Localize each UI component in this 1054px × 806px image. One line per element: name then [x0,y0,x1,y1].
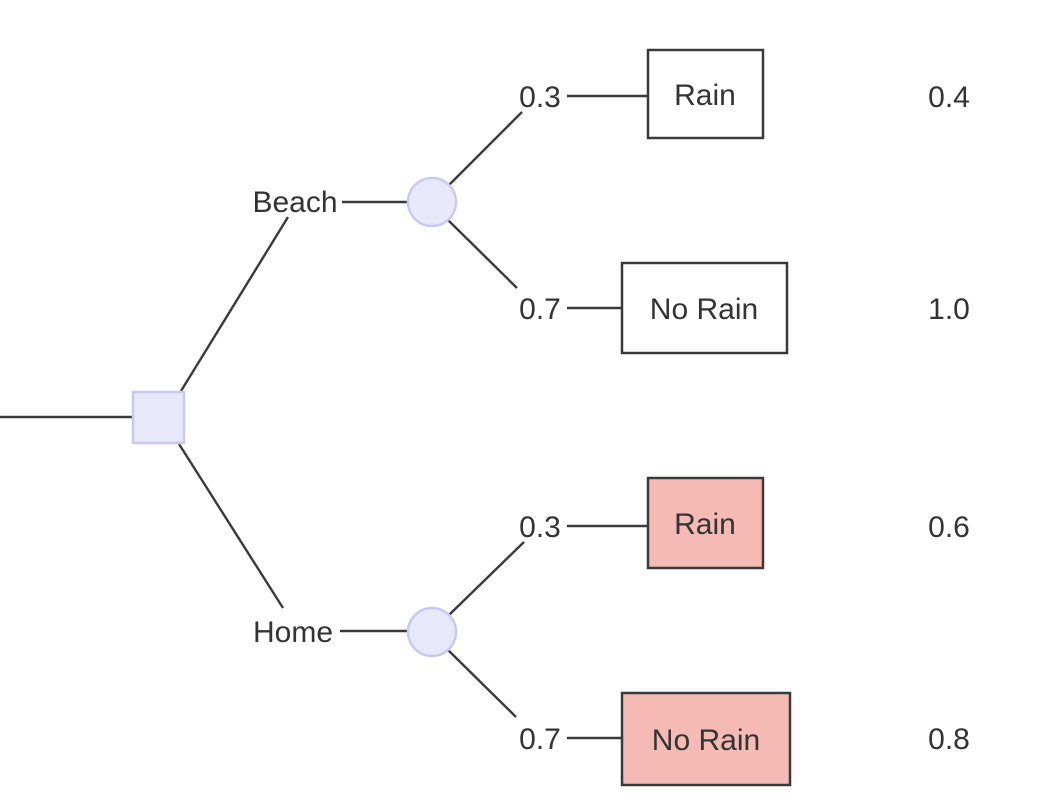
edge-root-to-home [177,443,285,609]
edge-home-chance-to-norain-prob [447,649,517,718]
outcome-label-home-norain: No Rain [652,724,760,757]
outcome-box-beach-norain [620,261,789,355]
chance-node-home [406,606,458,658]
edge-home-chance-to-rain-prob [448,541,525,616]
chance-node-beach [406,176,458,228]
payoff-value-beach-rain: 0.4 [928,81,970,114]
probability-label-beach-rain: 0.3 [519,81,561,114]
outcome-label-beach-norain: No Rain [650,293,758,326]
branch-label-beach: Beach [252,186,337,219]
payoff-value-beach-norain: 1.0 [928,293,970,326]
probability-label-beach-norain: 0.7 [519,293,561,326]
outcome-box-home-rain [646,476,765,570]
edge-root-to-beach [179,216,290,392]
outcome-box-beach-rain [646,48,765,140]
payoff-value-home-norain: 0.8 [928,723,970,756]
payoff-value-home-rain: 0.6 [928,511,970,544]
outcome-label-home-rain: Rain [674,508,736,541]
probability-label-home-norain: 0.7 [519,723,561,756]
branch-label-home: Home [253,616,333,649]
probability-label-home-rain: 0.3 [519,511,561,544]
edge-beach-chance-to-norain-prob [447,219,518,289]
decision-node-root [131,390,186,445]
outcome-box-home-norain [620,691,792,787]
edge-beach-chance-to-rain-prob [448,111,523,186]
outcome-label-beach-rain: Rain [674,79,736,112]
